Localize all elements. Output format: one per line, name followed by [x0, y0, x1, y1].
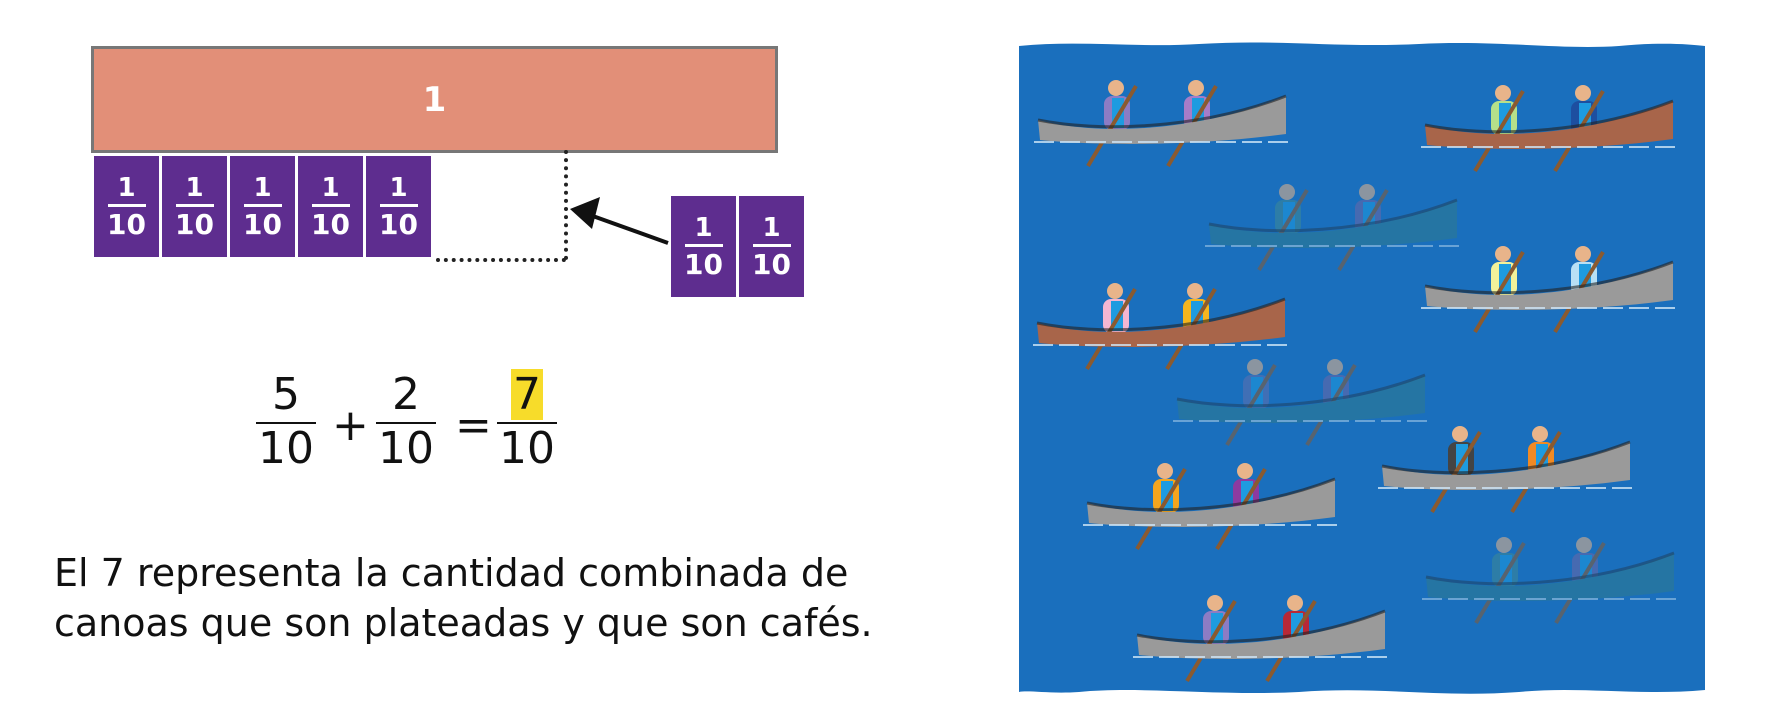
tile-numerator: 1	[321, 172, 340, 203]
caption: El 7 representa la cantidad combinada de…	[54, 548, 873, 648]
tile-denominator: 10	[175, 207, 214, 241]
arrow-icon	[570, 197, 669, 245]
canoe-silver	[1034, 80, 1290, 168]
whole-label: 1	[422, 79, 447, 120]
tile-numerator: 1	[389, 172, 408, 203]
tile-numerator: 1	[762, 212, 781, 243]
tile-numerator: 1	[253, 172, 272, 203]
tile-denominator: 10	[243, 207, 282, 241]
canoe-brown	[1421, 85, 1677, 173]
denominator: 10	[378, 423, 434, 474]
dotted-guide-horizontal	[436, 258, 566, 262]
tile-numerator: 1	[694, 212, 713, 243]
canoe-silver	[1378, 426, 1634, 514]
canoes-illustration	[1019, 42, 1705, 694]
plus-sign: +	[332, 400, 369, 451]
tile-denominator: 10	[107, 207, 146, 241]
tile-denominator: 10	[684, 247, 723, 281]
tile-denominator: 10	[311, 207, 350, 241]
canoe-faded	[1173, 359, 1429, 447]
water-background	[1019, 42, 1705, 694]
tile-numerator: 1	[185, 172, 204, 203]
canoe-silver	[1421, 246, 1677, 334]
canoe-silver	[1133, 595, 1389, 683]
dotted-guide-vertical	[564, 150, 568, 260]
equals-sign: =	[455, 400, 492, 451]
denominator: 10	[499, 423, 555, 474]
tile-denominator: 10	[379, 207, 418, 241]
tile-numerator: 1	[117, 172, 136, 203]
whole-bar: 1	[91, 46, 778, 153]
highlighted-numerator: 7	[511, 369, 543, 420]
numerator: 5	[272, 369, 300, 420]
canoe-faded	[1205, 184, 1461, 272]
canoe-faded	[1422, 537, 1678, 625]
canoe-brown	[1033, 283, 1289, 371]
numerator: 2	[392, 369, 420, 420]
tile-denominator: 10	[752, 247, 791, 281]
caption-line-1: El 7 representa la cantidad combinada de	[54, 551, 849, 595]
caption-line-2: canoas que son plateadas y que son cafés…	[54, 601, 873, 645]
denominator: 10	[258, 423, 314, 474]
canoe-silver	[1083, 463, 1339, 551]
